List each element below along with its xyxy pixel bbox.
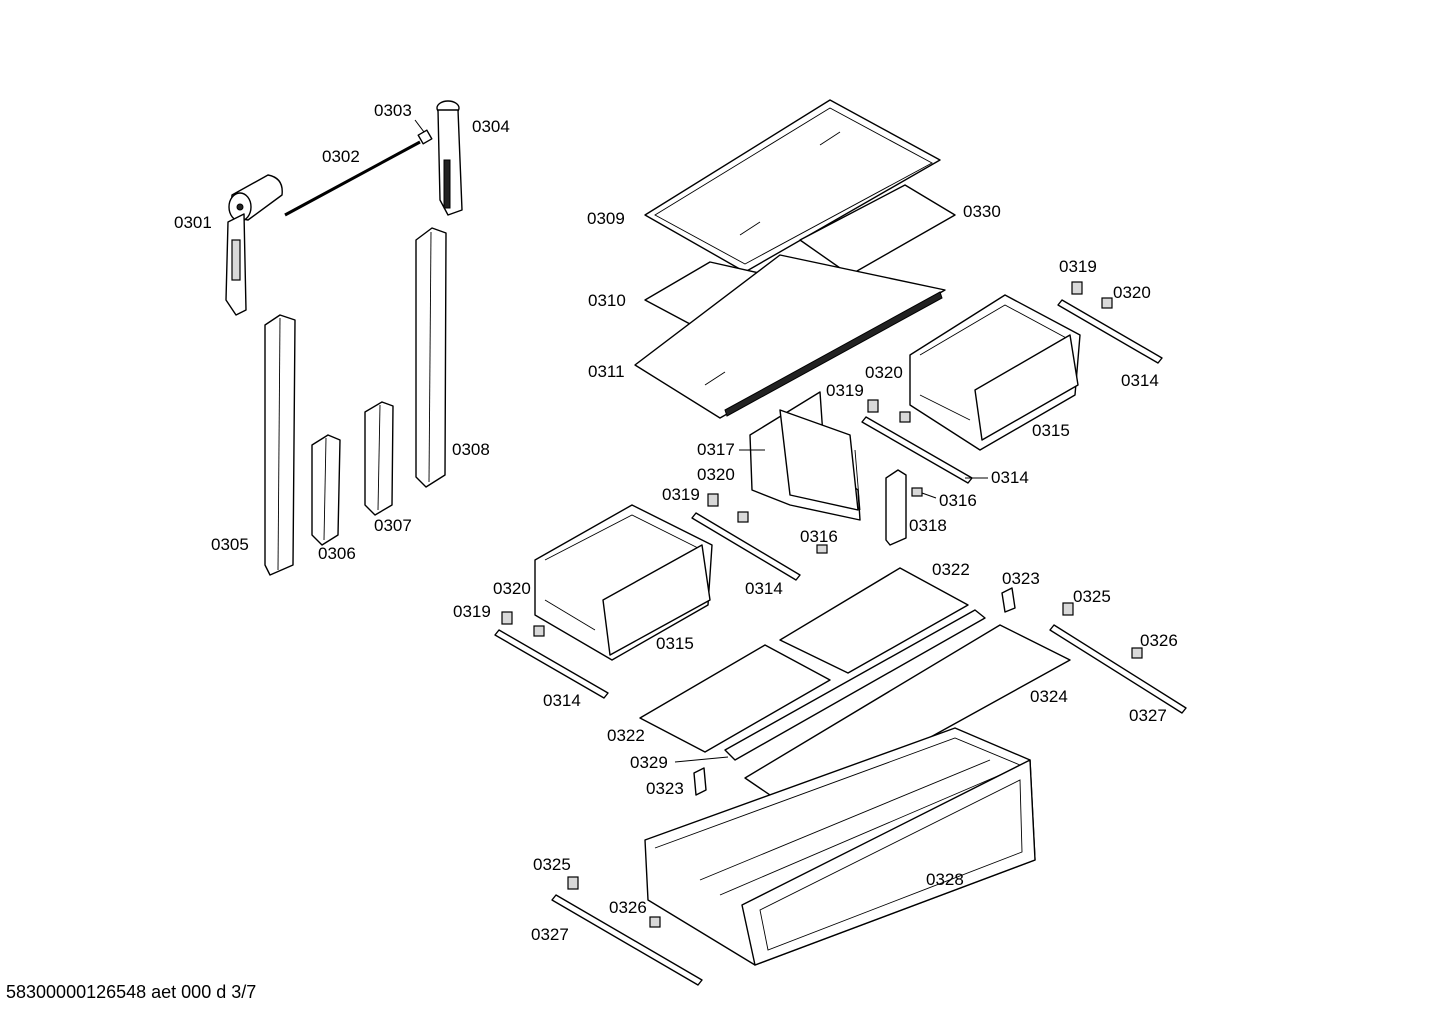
label-0319-a: 0319 (1059, 257, 1097, 276)
label-0327-b: 0327 (531, 925, 569, 944)
label-0302: 0302 (322, 147, 360, 166)
label-0322-b: 0322 (607, 726, 645, 745)
label-0316-a: 0316 (939, 491, 977, 510)
part-0314-rail-d (494, 629, 609, 699)
label-0320-d: 0320 (493, 579, 531, 598)
part-0302-rod (284, 140, 421, 217)
part-0318-cover (885, 469, 907, 546)
label-0319-b: 0319 (826, 381, 864, 400)
part-0327-rail-a (1049, 624, 1187, 714)
footer-document-code: 58300000126548 aet 000 d 3/7 (6, 982, 257, 1002)
label-0315-a: 0315 (1032, 421, 1070, 440)
part-0301-motor (225, 174, 283, 316)
label-0314-a: 0314 (1121, 371, 1159, 390)
part-0309-shelf (644, 99, 941, 273)
label-0323-a: 0323 (1002, 569, 1040, 588)
part-0304-hinge (436, 100, 463, 216)
part-0317-divider (749, 391, 861, 521)
label-0310: 0310 (588, 291, 626, 310)
label-0314-c: 0314 (745, 579, 783, 598)
label-0308: 0308 (452, 440, 490, 459)
label-0327-a: 0327 (1129, 706, 1167, 725)
part-0326-clip-a (1131, 647, 1143, 659)
label-0320-a: 0320 (1113, 283, 1151, 302)
label-0304: 0304 (472, 117, 510, 136)
label-0318: 0318 (909, 516, 947, 535)
part-0314-rail-a (1057, 299, 1163, 364)
label-0303: 0303 (374, 101, 412, 120)
part-0308-strip (415, 227, 447, 488)
label-0307: 0307 (374, 516, 412, 535)
part-0315-drawer-lower (534, 504, 713, 661)
part-0320-clip-d (533, 625, 545, 637)
label-0314-d: 0314 (543, 691, 581, 710)
part-0315-drawer-upper (909, 294, 1081, 451)
part-0316-clip-a (911, 487, 923, 497)
part-0320-clip-a (1101, 297, 1113, 309)
part-0320-clip-c (737, 511, 749, 523)
label-0326-b: 0326 (609, 898, 647, 917)
label-0301: 0301 (174, 213, 212, 232)
part-0319-clip-c (707, 493, 719, 507)
part-0311-shelf (634, 254, 946, 419)
part-0329-rail (724, 609, 986, 761)
part-0319-clip-a (1071, 281, 1083, 295)
part-0320-clip-b (899, 411, 911, 423)
part-0319-clip-b (867, 399, 879, 413)
label-0309: 0309 (587, 209, 625, 228)
part-0303-pin (417, 129, 433, 145)
part-0323-bracket-b (693, 767, 707, 796)
label-0328: 0328 (926, 870, 964, 889)
part-0307-strip (364, 401, 394, 516)
leader-lines (414, 119, 988, 763)
part-0322-shelf-a (779, 567, 969, 674)
label-0329: 0329 (630, 753, 668, 772)
part-0316-clip-b (816, 544, 828, 554)
label-0322-a: 0322 (932, 560, 970, 579)
label-0320-c: 0320 (697, 465, 735, 484)
part-0326-clip-b (649, 916, 661, 928)
part-0314-rail-c (691, 512, 801, 581)
part-0328-drawer-large (644, 727, 1036, 966)
part-0330-shelf (799, 184, 956, 276)
part-0327-rail-b (551, 894, 703, 986)
part-0305-strip (264, 314, 296, 576)
label-0306: 0306 (318, 544, 356, 563)
label-0314-b: 0314 (991, 468, 1029, 487)
label-0325-a: 0325 (1073, 587, 1111, 606)
part-0322-shelf-b (639, 644, 831, 753)
part-0306-strip (311, 434, 341, 546)
label-0317: 0317 (697, 440, 735, 459)
part-0325-clip-a (1062, 602, 1074, 616)
label-0315-b: 0315 (656, 634, 694, 653)
part-0319-clip-d (501, 611, 513, 625)
label-0319-c: 0319 (662, 485, 700, 504)
label-0330: 0330 (963, 202, 1001, 221)
label-0311: 0311 (588, 362, 625, 381)
label-0323-b: 0323 (646, 779, 684, 798)
part-0323-bracket-a (1001, 587, 1016, 613)
label-0320-b: 0320 (865, 363, 903, 382)
label-0324: 0324 (1030, 687, 1068, 706)
label-0305: 0305 (211, 535, 249, 554)
part-0325-clip-b (567, 876, 579, 890)
label-0319-d: 0319 (453, 602, 491, 621)
label-0316-b: 0316 (800, 527, 838, 546)
label-0326-a: 0326 (1140, 631, 1178, 650)
label-0325-b: 0325 (533, 855, 571, 874)
